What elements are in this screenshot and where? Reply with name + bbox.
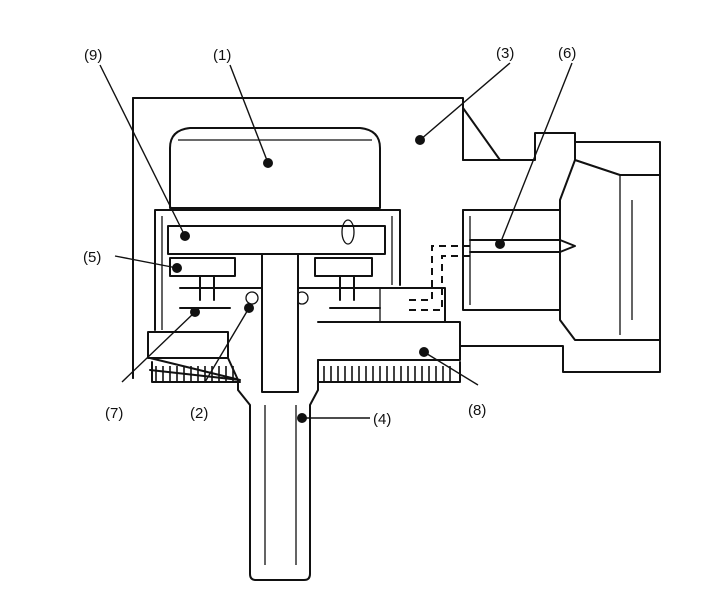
label-3: (3) [496,45,514,62]
label-8: (8) [468,402,486,419]
center-bolt [227,253,319,581]
seismic-plate [167,219,386,255]
connector-body [462,141,661,341]
label-1: (1) [213,47,231,64]
piezo-element [179,287,446,323]
lead-wire-dashed [405,245,470,301]
housing-notch [462,107,501,161]
upper-frame [154,209,401,331]
label-7: (7) [105,405,123,422]
label-6: (6) [558,45,576,62]
label-9: (9) [84,47,102,64]
terminal-pin [469,239,576,253]
serrated-band [155,366,451,382]
label-2: (2) [190,405,208,422]
leader-lines [99,62,573,419]
cap-dome [169,127,381,209]
mounting-flange [147,321,461,383]
nut-right [314,257,373,301]
lead-wire-dashed-2 [405,255,470,311]
label-4: (4) [373,411,391,428]
label-5: (5) [83,249,101,266]
leader-dots [172,135,505,423]
